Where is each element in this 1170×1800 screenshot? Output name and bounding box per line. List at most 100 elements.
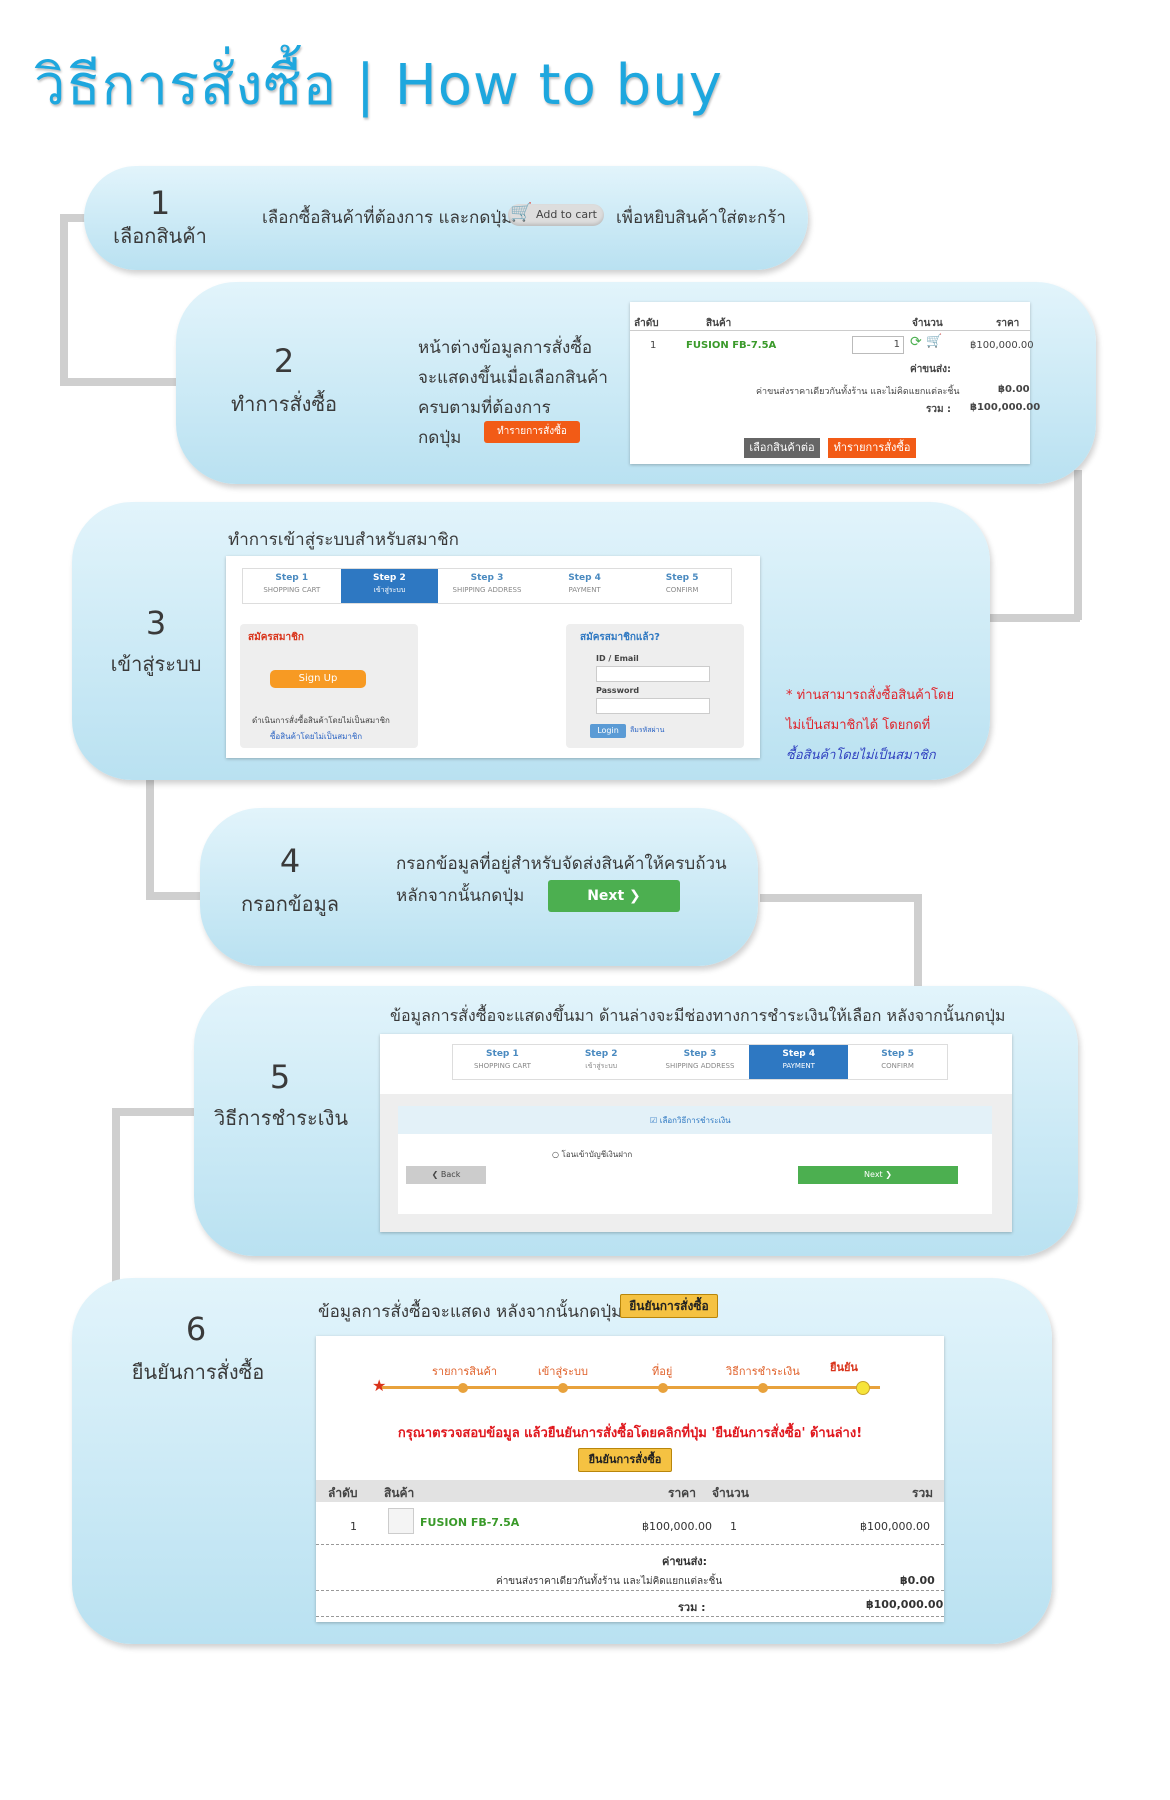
cart-total-label: รวม : <box>926 404 952 415</box>
row-divider <box>316 1616 944 1617</box>
step-1-text-after: เพื่อหยิบสินค้าใส่ตะกร้า <box>616 208 786 228</box>
step-4-line-1: กรอกข้อมูลที่อยู่สำหรับจัดส่งสินค้าให้คร… <box>396 854 727 874</box>
timeline-label-5: ยืนยัน <box>830 1361 858 1374</box>
connector <box>60 378 180 386</box>
total-label: รวม : <box>678 1601 706 1614</box>
timeline-label-2: เข้าสู่ระบบ <box>538 1365 588 1378</box>
step-2-line-2: จะแสดงขึ้นเมื่อเลือกสินค้า <box>418 368 608 388</box>
member-title: สมัครสมาชิกแล้ว? <box>580 632 660 643</box>
connector <box>146 780 154 900</box>
cart-row-name[interactable]: FUSION FB-7.5A <box>686 340 777 351</box>
confirm-warning: กรุณาตรวจสอบข้อมูล แล้วยืนยันการสั่งซื้อ… <box>397 1426 863 1441</box>
row-divider <box>316 1544 944 1545</box>
confirm-window: ★ รายการสินค้า เข้าสู่ระบบ ที่อยู่ วิธีก… <box>316 1336 944 1622</box>
timeline-dot <box>458 1383 468 1393</box>
next-button-sample[interactable]: Next ❯ <box>548 880 680 912</box>
timeline-dot <box>758 1383 768 1393</box>
cart-row-price: ฿100,000.00 <box>970 340 1034 351</box>
cart-row-no: 1 <box>650 340 657 351</box>
payment-option-radio[interactable]: ○ โอนเข้าบัญชีเงินฝาก <box>552 1150 633 1159</box>
forgot-password-link[interactable]: ลืมรหัสผ่าน <box>630 726 665 734</box>
td-no: 1 <box>350 1520 357 1533</box>
th-product: สินค้า <box>384 1486 415 1500</box>
step-1-label: เลือกสินค้า <box>113 224 207 248</box>
id-label: ID / Email <box>596 654 639 663</box>
remove-cart-icon[interactable]: 🛒 <box>926 334 943 349</box>
connector <box>914 894 922 994</box>
connector <box>1074 470 1082 620</box>
back-button[interactable]: ❮ Back <box>406 1166 486 1184</box>
payment-option-label: โอนเข้าบัญชีเงินฝาก <box>561 1150 633 1159</box>
place-order-button-sample[interactable]: ทำรายการสั่งซื้อ <box>484 421 580 443</box>
payment-next-button[interactable]: Next ❯ <box>798 1166 958 1184</box>
connector <box>60 214 68 384</box>
td-price: ฿100,000.00 <box>642 1520 712 1533</box>
payment-box: ☑ เลือกวิธีการชำระเงิน ○ โอนเข้าบัญชีเงิ… <box>398 1106 992 1214</box>
cart-header-price: ราคา <box>996 318 1020 329</box>
confirm-order-button[interactable]: ยืนยันการสั่งซื้อ <box>578 1448 672 1472</box>
sign-up-button[interactable]: Sign Up <box>270 670 366 688</box>
step-3-label: เข้าสู่ระบบ <box>110 652 202 676</box>
step-6-heading: ข้อมูลการสั่งซื้อจะแสดง หลังจากนั้นกดปุ่… <box>318 1302 623 1322</box>
add-to-cart-button[interactable]: 🛒 Add to cart <box>508 202 604 226</box>
step-3-note-1: * ท่านสามารถสั่งซื้อสินค้าโดย <box>786 688 955 703</box>
table-header-row <box>316 1480 944 1502</box>
connector <box>112 1108 120 1308</box>
step-2-line-1: หน้าต่างข้อมูลการสั่งซื้อ <box>418 338 593 358</box>
cart-icon: 🛒 <box>510 202 533 223</box>
guest-note: ดำเนินการสั่งซื้อสินค้าโดยไม่เป็นสมาชิก <box>252 716 390 725</box>
step-5-number: 5 <box>269 1058 291 1096</box>
confirm-order-button-sample[interactable]: ยืนยันการสั่งซื้อ <box>620 1294 718 1318</box>
th-total: รวม <box>912 1486 934 1500</box>
password-label: Password <box>596 686 640 695</box>
step-3-number: 3 <box>145 604 167 642</box>
timeline-dot <box>658 1383 668 1393</box>
password-input[interactable] <box>596 698 710 714</box>
step-4-line-2: หลักจากนั้นกดปุ่ม <box>396 886 525 906</box>
step-3-note-2: ไม่เป็นสมาชิกได้ โดยกดที่ <box>786 718 931 733</box>
register-box: สมัครสมาชิก Sign Up ดำเนินการสั่งซื้อสิน… <box>240 624 418 748</box>
cart-header-product: สินค้า <box>706 318 732 329</box>
step-4-label: กรอกข้อมูล <box>240 892 340 916</box>
place-order-button[interactable]: ทำรายการสั่งซื้อ <box>828 438 916 458</box>
timeline-label-4: วิธีการชำระเงิน <box>726 1365 800 1378</box>
td-product-name[interactable]: FUSION FB-7.5A <box>420 1516 520 1529</box>
page-title: วิธีการสั่งซื้อ | How to buy <box>34 53 723 118</box>
th-qty: จำนวน <box>712 1486 749 1500</box>
login-button[interactable]: Login <box>590 724 626 738</box>
step-2-number: 2 <box>273 342 295 380</box>
cart-window: ลำดับ สินค้า จำนวน ราคา 1 FUSION FB-7.5A… <box>630 302 1040 464</box>
product-thumbnail <box>388 1508 414 1534</box>
step-1-text-before: เลือกซื้อสินค้าที่ต้องการ และกดปุ่ม <box>262 208 513 228</box>
timeline-dot <box>558 1383 568 1393</box>
timeline-dot-current <box>856 1381 870 1395</box>
step-3-note-3: ซื้อสินค้าโดยไม่เป็นสมาชิก <box>786 748 936 763</box>
td-total: ฿100,000.00 <box>860 1520 930 1533</box>
connector <box>760 894 922 902</box>
continue-shopping-button[interactable]: เลือกสินค้าต่อ <box>744 438 820 458</box>
guest-link[interactable]: ซื้อสินค้าโดยไม่เป็นสมาชิก <box>270 732 363 741</box>
payment-box-header <box>398 1106 992 1134</box>
qty-input[interactable]: 1 <box>852 336 904 354</box>
step-4-number: 4 <box>279 842 301 880</box>
id-input[interactable] <box>596 666 710 682</box>
ship-note: ค่าขนส่งราคาเดียวกันทั้งร้าน และไม่คิดแย… <box>496 1576 723 1587</box>
step-2-line-3: ครบตามที่ต้องการ <box>418 398 551 418</box>
step-6-number: 6 <box>185 1310 207 1348</box>
payment-title: ☑ เลือกวิธีการชำระเงิน <box>650 1116 731 1125</box>
refresh-icon[interactable]: ⟳ <box>910 334 922 350</box>
timeline-line <box>380 1386 880 1389</box>
